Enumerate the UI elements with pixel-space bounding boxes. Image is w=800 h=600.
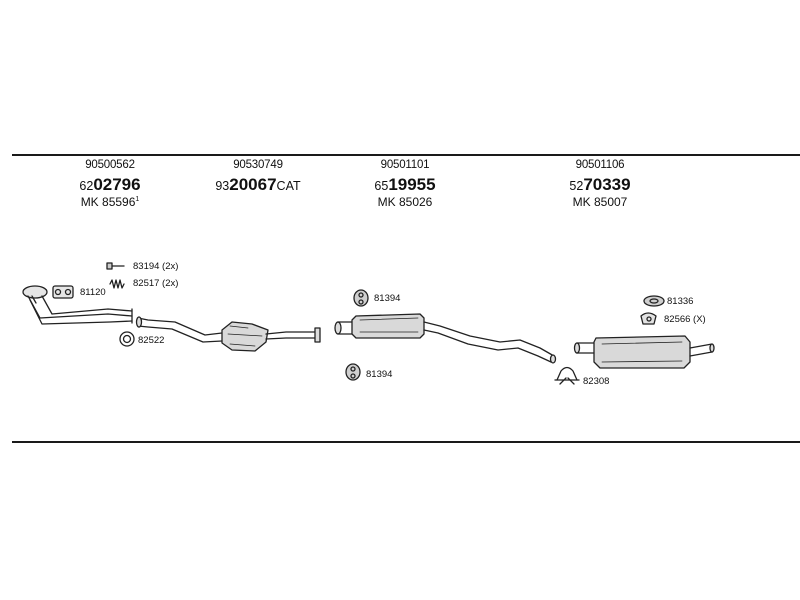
- front-pipe: [22, 285, 133, 325]
- part-number: 90530749: [233, 159, 283, 171]
- part-number: 90501106: [575, 159, 625, 171]
- callout-81394-bottom: 81394: [366, 369, 393, 380]
- ring-82522-part: [119, 331, 135, 347]
- callout-81120: 81120: [80, 287, 106, 298]
- callout-81394-top: 81394: [374, 293, 401, 304]
- rubber-81336-part: [643, 295, 665, 307]
- part-number: 90500562: [85, 159, 135, 171]
- section-header-rear-silencer: 90501106 5270339 MK 85007: [520, 159, 680, 209]
- callout-83194: 83194 (2x): [133, 261, 179, 272]
- rubber-hanger-81394-bottom: [345, 363, 361, 381]
- ref-code: 9320067CAT: [215, 175, 301, 194]
- top-divider: [12, 154, 800, 156]
- bracket-82566-part: [640, 312, 657, 325]
- callout-81336: 81336: [667, 296, 694, 307]
- catalytic-converter-part: [135, 316, 321, 352]
- mk-number: MK 85007: [572, 195, 628, 209]
- rubber-hanger-81394-top: [353, 289, 369, 307]
- middle-silencer-part: [334, 313, 557, 364]
- bolt-83194-part: [106, 262, 125, 270]
- callout-82522: 82522: [138, 335, 165, 346]
- bottom-divider: [12, 441, 800, 443]
- mk-number: MK 85026: [377, 195, 433, 209]
- ref-code: 6519955: [374, 175, 436, 194]
- ref-code: 5270339: [569, 175, 631, 194]
- callout-82517: 82517 (2x): [133, 278, 179, 289]
- ref-code: 6202796: [79, 175, 141, 194]
- spring-82517-part: [109, 279, 125, 289]
- section-header-catalytic-converter: 90530749 9320067CAT: [178, 159, 338, 196]
- section-header-front-pipe: 90500562 6202796 MK 855961: [30, 159, 190, 209]
- gasket-81120-part: [52, 285, 74, 299]
- part-number: 90501101: [380, 159, 430, 171]
- rear-silencer-part: [573, 335, 715, 369]
- mk-number: MK 855961: [80, 195, 140, 209]
- callout-82308: 82308: [583, 376, 610, 387]
- clamp-82308-part: [554, 366, 580, 385]
- section-header-middle-silencer: 90501101 6519955 MK 85026: [325, 159, 485, 209]
- callout-82566: 82566 (X): [664, 314, 706, 325]
